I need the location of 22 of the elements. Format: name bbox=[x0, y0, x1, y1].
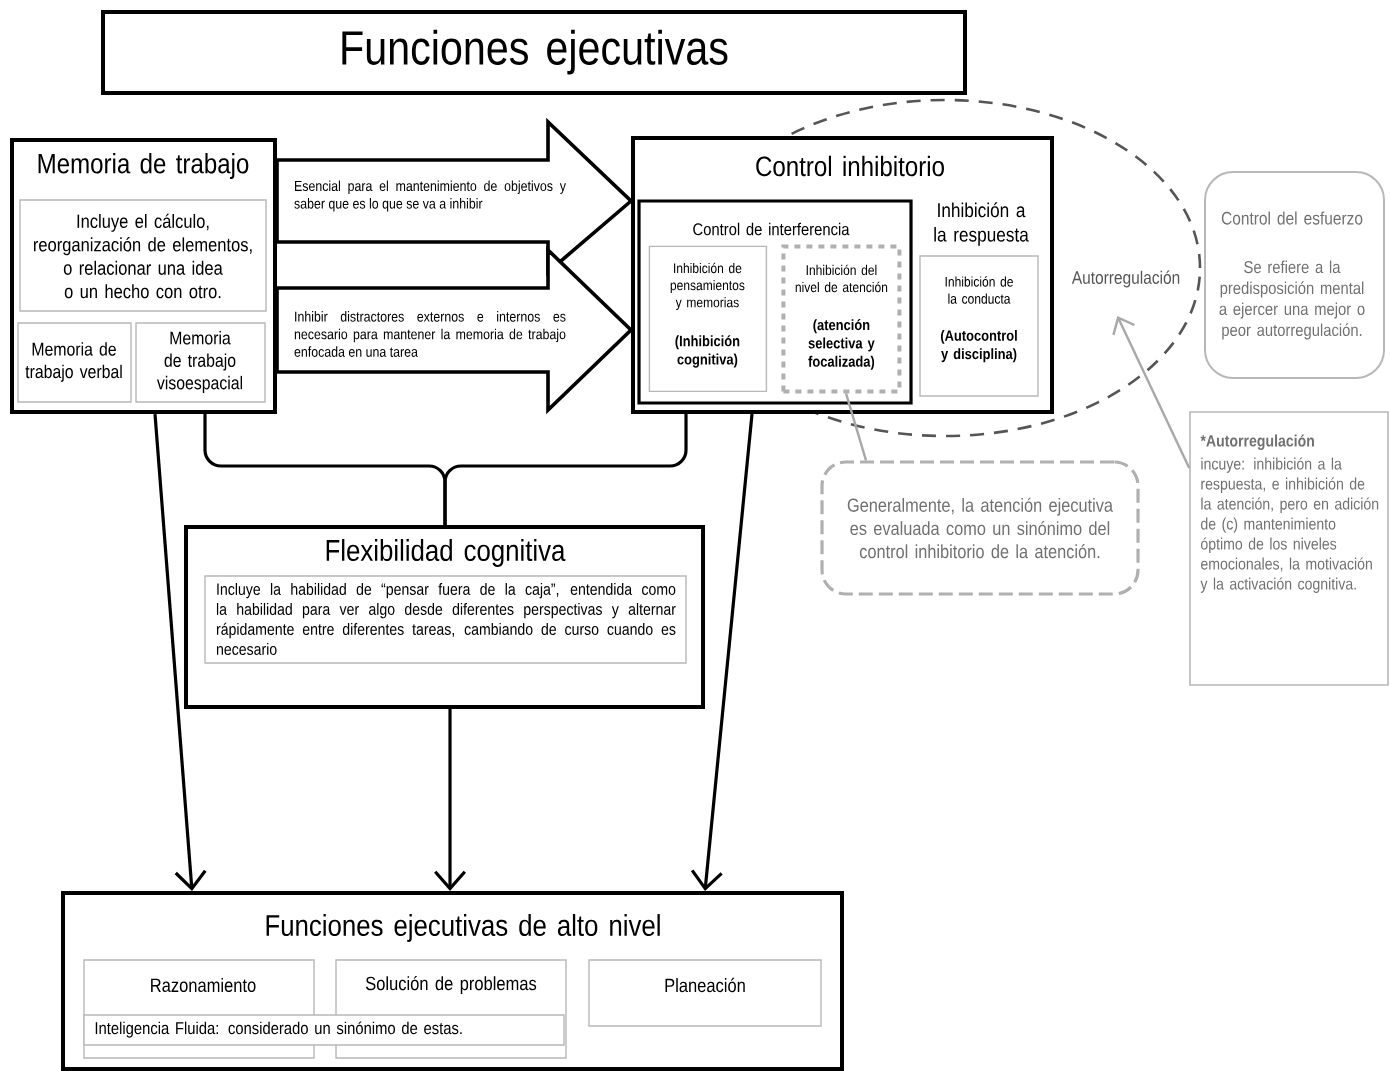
edge-label: Inhibir distractores externos e internos es necesario para mantener la memoria de trabajo enfocada en una tarea bbox=[294, 311, 566, 357]
block-arrow bbox=[275, 245, 634, 415]
edge-label: Esencial para el mantenimiento de objetivos y saber que es lo que se va a inhibir bbox=[294, 180, 566, 212]
callout-box: Generalmente, la atención ejecutiva es evaluada como un sinónimo del control inhibitorio de la atención. bbox=[820, 460, 1140, 596]
note-box: *Autorregulación incuye: inhibición a la respuesta, e inhibición de la atención, pero en adición de (c) mantenimiento óptimo de los niveles emocionales, la motivación y la activación cognitiva. bbox=[1189, 411, 1389, 686]
text-box: Incluye la habilidad de “pensar fuera de la caja”, entendida como la habilidad para ver algo desde diferentes perspectivas y alternar rápidamente entre diferentes tareas, cambiando de curso cuando es necesario bbox=[204, 575, 687, 664]
text-box: Inteligencia Fluida: considerado un sinónimo de estas. bbox=[83, 1014, 565, 1046]
text-box: Inhibición de pensamientos y memorias (Inhibición cognitiva) bbox=[648, 245, 768, 393]
arrow bbox=[690, 413, 754, 891]
arrow bbox=[153, 413, 207, 891]
rounded-box: Control del esfuerzo Se refiere a la predisposición mental a ejercer una mejor o peor autorregulación. bbox=[1204, 171, 1385, 379]
leader-line bbox=[1112, 316, 1191, 469]
connector-line bbox=[443, 414, 688, 525]
title-box: Funciones ejecutivas bbox=[101, 10, 967, 95]
text-box: Incluye el cálculo, reorganización de elementos, o relacionar una idea o un hecho con otro. bbox=[19, 199, 267, 312]
highlighted-box: Inhibición del nivel de atención (atención selectiva y focalizada) bbox=[781, 244, 902, 394]
arrow bbox=[434, 709, 466, 891]
heading-text: Inhibición a la respuesta bbox=[934, 202, 1029, 246]
text-box: Memoria de trabajo visoespacial bbox=[135, 322, 266, 403]
text-box: Inhibición de la conducta (Autocontrol y disciplina) bbox=[919, 255, 1039, 397]
text-box: Planeación bbox=[588, 959, 822, 1027]
text-box: Memoria de trabajo verbal bbox=[17, 322, 132, 403]
